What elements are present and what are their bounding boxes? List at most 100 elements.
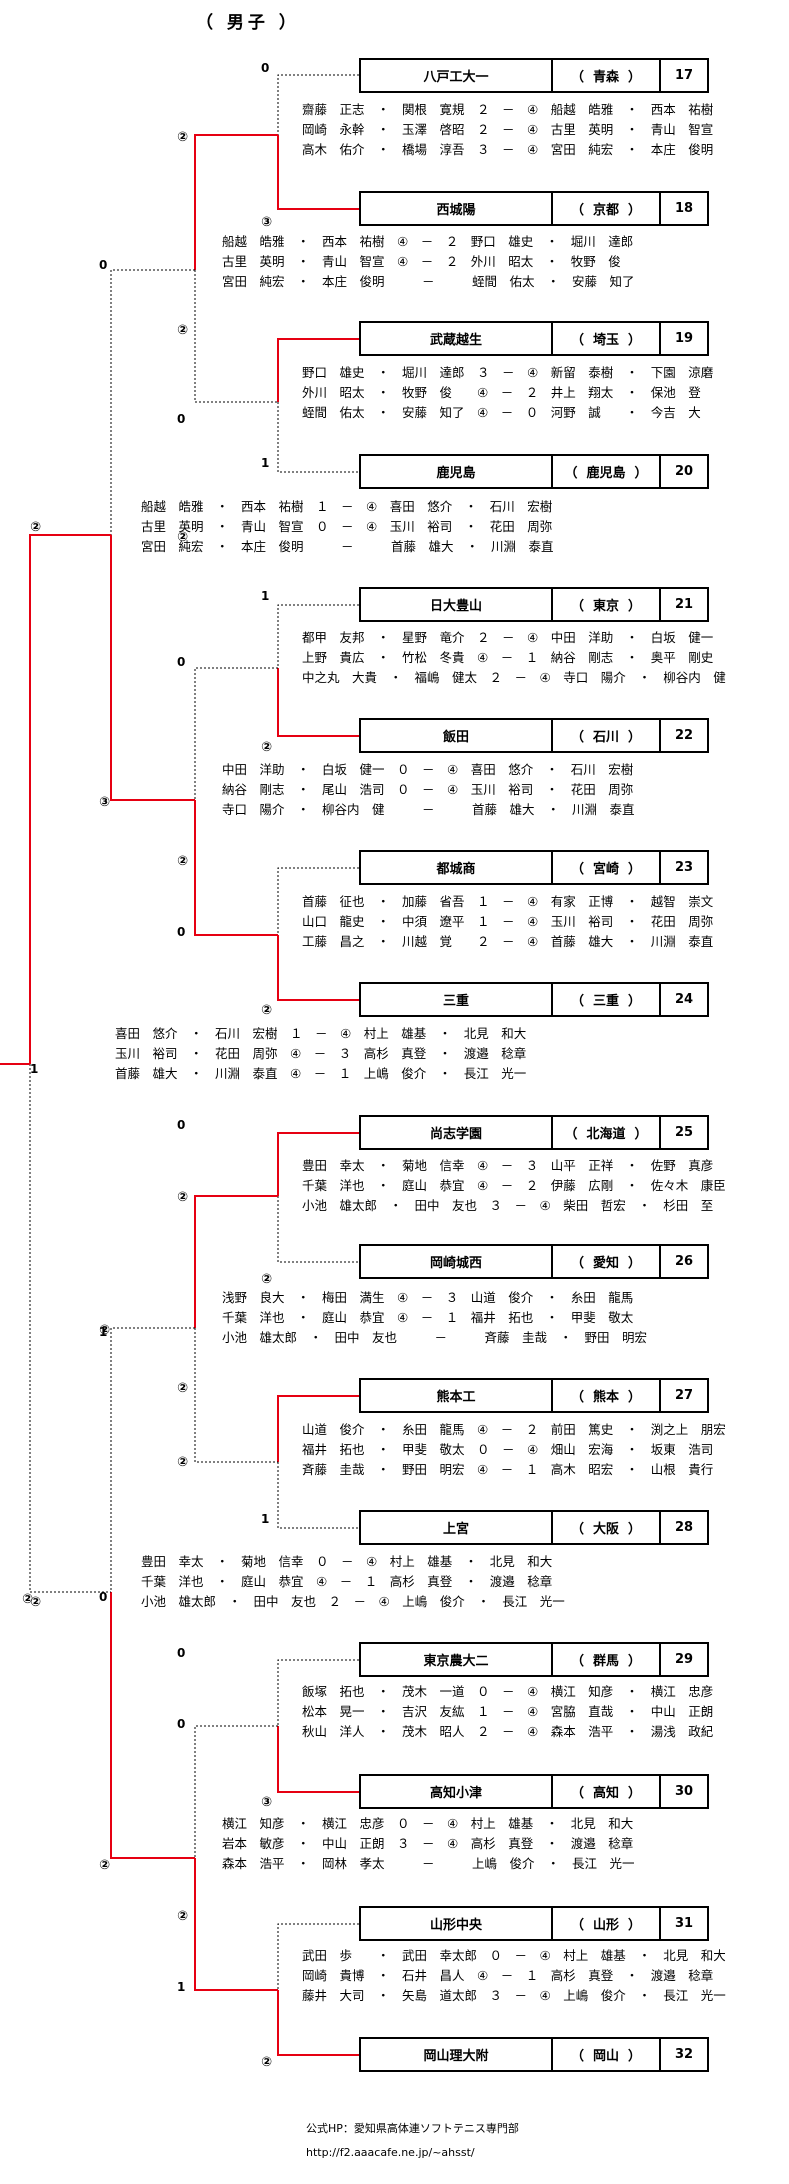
bracket-open: （ bbox=[570, 333, 584, 348]
match-line: 小池 雄太郎 ・ 田中 友也 － 斉藤 圭哉 ・ 野田 明宏 bbox=[222, 1330, 648, 1345]
team-prefecture: （熊本） bbox=[551, 1380, 661, 1411]
match-result: 豊田 幸太 ・ 菊地 信幸 ０ － ④ 村上 雄基 ・ 北見 和大千葉 洋也 ・… bbox=[141, 1552, 565, 1612]
team-prefecture: （埼玉） bbox=[551, 323, 661, 354]
match-line: 飯塚 拓也 ・ 茂木 一道 ０ － ④ 横江 知彦 ・ 横江 忠彦 bbox=[302, 1684, 714, 1699]
team-prefecture: （愛知） bbox=[551, 1246, 661, 1277]
team-name: 三重 bbox=[442, 994, 469, 1009]
match-result: 野口 雄史 ・ 堀川 達郎 ３ － ④ 新留 泰樹 ・ 下園 涼磨外川 昭太 ・… bbox=[302, 363, 713, 423]
bracket-close: ） bbox=[628, 70, 642, 85]
match-line: 蛭間 佑太 ・ 安藤 知了 ④ － ０ 河野 誠 ・ 今吉 大 bbox=[302, 405, 701, 420]
bracket-close: ） bbox=[628, 2049, 642, 2064]
match-line: 外川 昭太 ・ 牧野 俊 ④ － ２ 井上 翔太 ・ 保池 登 bbox=[302, 385, 701, 400]
match-result: 中田 洋助 ・ 白坂 健一 ０ － ④ 喜田 悠介 ・ 石川 宏樹納谷 剛志 ・… bbox=[222, 760, 635, 820]
match-line: 小池 雄太郎 ・ 田中 友也 ３ － ④ 柴田 哲宏 ・ 杉田 至 bbox=[302, 1198, 714, 1213]
bracket-close: ） bbox=[628, 1390, 642, 1405]
bracket-close: ） bbox=[628, 1256, 642, 1271]
match-result: 船越 皓雅 ・ 西本 祐樹 ④ － ２ 野口 雄史 ・ 堀川 達郎古里 英明 ・… bbox=[222, 232, 635, 292]
bracket-close: ） bbox=[628, 1654, 642, 1669]
bracket-open: （ bbox=[570, 1918, 584, 1933]
page-title: （ 男子 ） bbox=[196, 13, 300, 33]
team-box: 上宮（大阪）28 bbox=[359, 1510, 709, 1545]
match-line: 中之丸 大貴 ・ 福嶋 健太 ２ － ④ 寺口 陽介 ・ 柳谷内 健 bbox=[302, 670, 726, 685]
match-line: 秋山 洋人 ・ 茂木 昭人 ２ － ④ 森本 浩平 ・ 湯浅 政紀 bbox=[302, 1724, 714, 1739]
match-line: 千葉 洋也 ・ 庭山 恭宜 ④ － １ 高杉 真登 ・ 渡邉 稔章 bbox=[141, 1574, 553, 1589]
team-name: 鹿児島 bbox=[436, 466, 476, 481]
team-number: 26 bbox=[674, 1254, 694, 1269]
match-line: 工藤 昌之 ・ 川越 覚 ２ － ④ 首藤 雄大 ・ 川淵 泰直 bbox=[302, 934, 714, 949]
game-score: ② bbox=[177, 1381, 189, 1396]
team-prefecture: （石川） bbox=[551, 720, 661, 751]
team-name: 都城商 bbox=[436, 862, 476, 877]
game-score: ② bbox=[177, 530, 189, 545]
match-result: 都甲 友邦 ・ 星野 竜介 ２ － ④ 中田 洋助 ・ 白坂 健一上野 貴広 ・… bbox=[302, 628, 726, 688]
match-line: 首藤 雄大 ・ 川淵 泰直 ④ － １ 上嶋 俊介 ・ 長江 光一 bbox=[115, 1066, 527, 1081]
prefecture-name: 宮崎 bbox=[592, 862, 619, 877]
match-line: 武田 歩 ・ 武田 幸太郎 ０ － ④ 村上 雄基 ・ 北見 和大 bbox=[302, 1948, 726, 1963]
game-score: ② bbox=[30, 520, 42, 535]
bracket-open: （ bbox=[570, 730, 584, 745]
bracket-open: （ bbox=[570, 1256, 584, 1271]
game-score: ② bbox=[261, 740, 273, 755]
team-number: 22 bbox=[674, 728, 694, 743]
bracket-open: （ bbox=[570, 2049, 584, 2064]
team-prefecture: （北海道） bbox=[551, 1117, 661, 1148]
game-score: 0 bbox=[177, 1717, 186, 1731]
team-box: 高知小津（高知）30 bbox=[359, 1774, 709, 1809]
match-line: 小池 雄太郎 ・ 田中 友也 ２ － ④ 上嶋 俊介 ・ 長江 光一 bbox=[141, 1594, 565, 1609]
game-score: 0 bbox=[99, 258, 108, 272]
team-number: 30 bbox=[674, 1784, 694, 1799]
match-line: 横江 知彦 ・ 横江 忠彦 ０ － ④ 村上 雄基 ・ 北見 和大 bbox=[222, 1816, 634, 1831]
team-name: 高知小津 bbox=[429, 1786, 482, 1801]
game-score: ② bbox=[177, 130, 189, 145]
footer-url[interactable]: http://f2.aaacafe.ne.jp/~ahsst/ bbox=[306, 2146, 475, 2159]
bracket-close: ） bbox=[628, 1786, 642, 1801]
team-box: 西城陽（京都）18 bbox=[359, 191, 709, 226]
team-prefecture: （岡山） bbox=[551, 2039, 661, 2070]
team-number: 24 bbox=[674, 992, 694, 1007]
match-result: 喜田 悠介 ・ 石川 宏樹 １ － ④ 村上 雄基 ・ 北見 和大玉川 裕司 ・… bbox=[115, 1024, 526, 1084]
prefecture-name: 群馬 bbox=[592, 1654, 619, 1669]
team-prefecture: （三重） bbox=[551, 984, 661, 1015]
bracket-open: （ bbox=[570, 599, 584, 614]
team-prefecture: （京都） bbox=[551, 193, 661, 224]
match-line: 野口 雄史 ・ 堀川 達郎 ３ － ④ 新留 泰樹 ・ 下園 涼磨 bbox=[302, 365, 714, 380]
team-box: 八戸工大一（青森）17 bbox=[359, 58, 709, 93]
team-name: 上宮 bbox=[442, 1522, 469, 1537]
game-score: 1 bbox=[261, 456, 270, 470]
game-score: ② bbox=[177, 323, 189, 338]
game-score: ③ bbox=[99, 795, 111, 810]
game-score: ② bbox=[177, 1909, 189, 1924]
game-score: 0 bbox=[261, 61, 270, 75]
team-prefecture: （東京） bbox=[551, 589, 661, 620]
team-number: 23 bbox=[674, 860, 694, 875]
team-name: 岡崎城西 bbox=[429, 1256, 482, 1271]
prefecture-name: 埼玉 bbox=[592, 333, 619, 348]
team-number: 17 bbox=[674, 68, 694, 83]
game-score: ③ bbox=[261, 1795, 273, 1810]
bracket-close: ） bbox=[628, 994, 642, 1009]
prefecture-name: 大阪 bbox=[592, 1522, 619, 1537]
match-line: 福井 拓也 ・ 甲斐 敬太 ０ － ④ 畑山 宏海 ・ 坂東 浩司 bbox=[302, 1442, 714, 1457]
team-name: 山形中央 bbox=[429, 1918, 482, 1933]
game-score: 1 bbox=[261, 589, 270, 603]
team-box: 飯田（石川）22 bbox=[359, 718, 709, 753]
team-name: 西城陽 bbox=[436, 203, 476, 218]
prefecture-name: 山形 bbox=[592, 1918, 619, 1933]
bracket-open: （ bbox=[564, 466, 578, 481]
match-result: 首藤 征也 ・ 加藤 省吾 １ － ④ 有家 正博 ・ 越智 崇文山口 龍史 ・… bbox=[302, 892, 713, 952]
bracket-open: （ bbox=[570, 1390, 584, 1405]
bracket-close: ） bbox=[628, 203, 642, 218]
match-line: 上野 貴広 ・ 竹松 冬貴 ④ － １ 納谷 剛志 ・ 奥平 剛史 bbox=[302, 650, 714, 665]
team-number: 31 bbox=[674, 1916, 694, 1931]
team-number: 25 bbox=[674, 1125, 694, 1140]
game-score: ③ bbox=[261, 215, 273, 230]
bracket-close: ） bbox=[628, 1522, 642, 1537]
match-line: 藤井 大司 ・ 矢島 道太郎 ３ － ④ 上嶋 俊介 ・ 長江 光一 bbox=[302, 1988, 726, 2003]
bracket-open: （ bbox=[570, 203, 584, 218]
team-name: 八戸工大一 bbox=[423, 70, 489, 85]
bracket-open: （ bbox=[570, 862, 584, 877]
team-box: 岡崎城西 （愛知） 26 bbox=[359, 1244, 709, 1279]
team-number: 29 bbox=[674, 1652, 694, 1667]
match-line: 古里 英明 ・ 青山 智宣 ④ － ２ 外川 昭太 ・ 牧野 俊 bbox=[222, 254, 621, 269]
match-line: 中田 洋助 ・ 白坂 健一 ０ － ④ 喜田 悠介 ・ 石川 宏樹 bbox=[222, 762, 634, 777]
